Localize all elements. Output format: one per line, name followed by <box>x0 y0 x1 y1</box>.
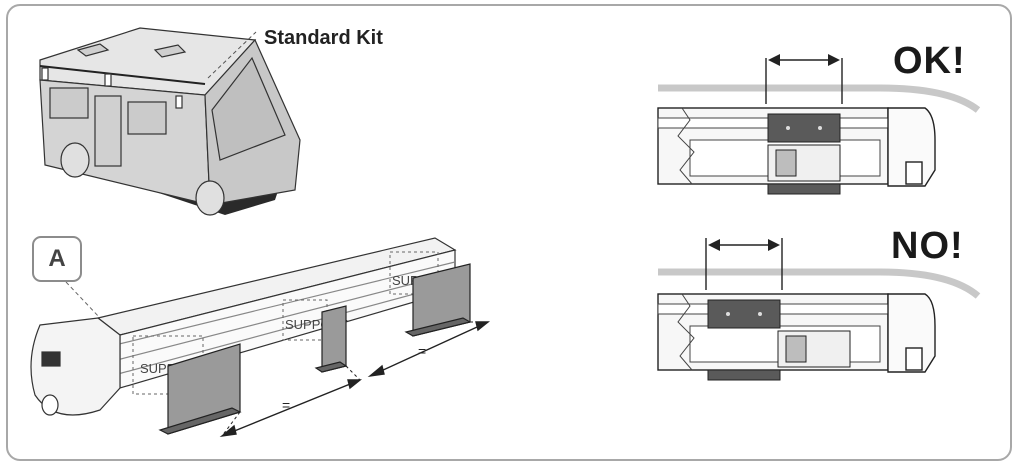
equal-mark-1: = <box>282 397 290 413</box>
callout-a: A <box>32 236 82 282</box>
campervan-illustration <box>39 27 301 216</box>
equal-mark-2: = <box>418 343 426 359</box>
mounting-bracket <box>158 263 472 435</box>
ok-label: OK! <box>893 40 966 82</box>
dimension-arrow <box>219 321 490 438</box>
ok-detail-illustration <box>657 54 981 195</box>
awning-rail-illustration <box>30 237 457 416</box>
no-label: NO! <box>891 225 964 267</box>
no-detail-illustration <box>657 238 981 381</box>
standard-kit-label: Standard Kit <box>264 27 383 49</box>
callout-leader <box>65 281 101 319</box>
